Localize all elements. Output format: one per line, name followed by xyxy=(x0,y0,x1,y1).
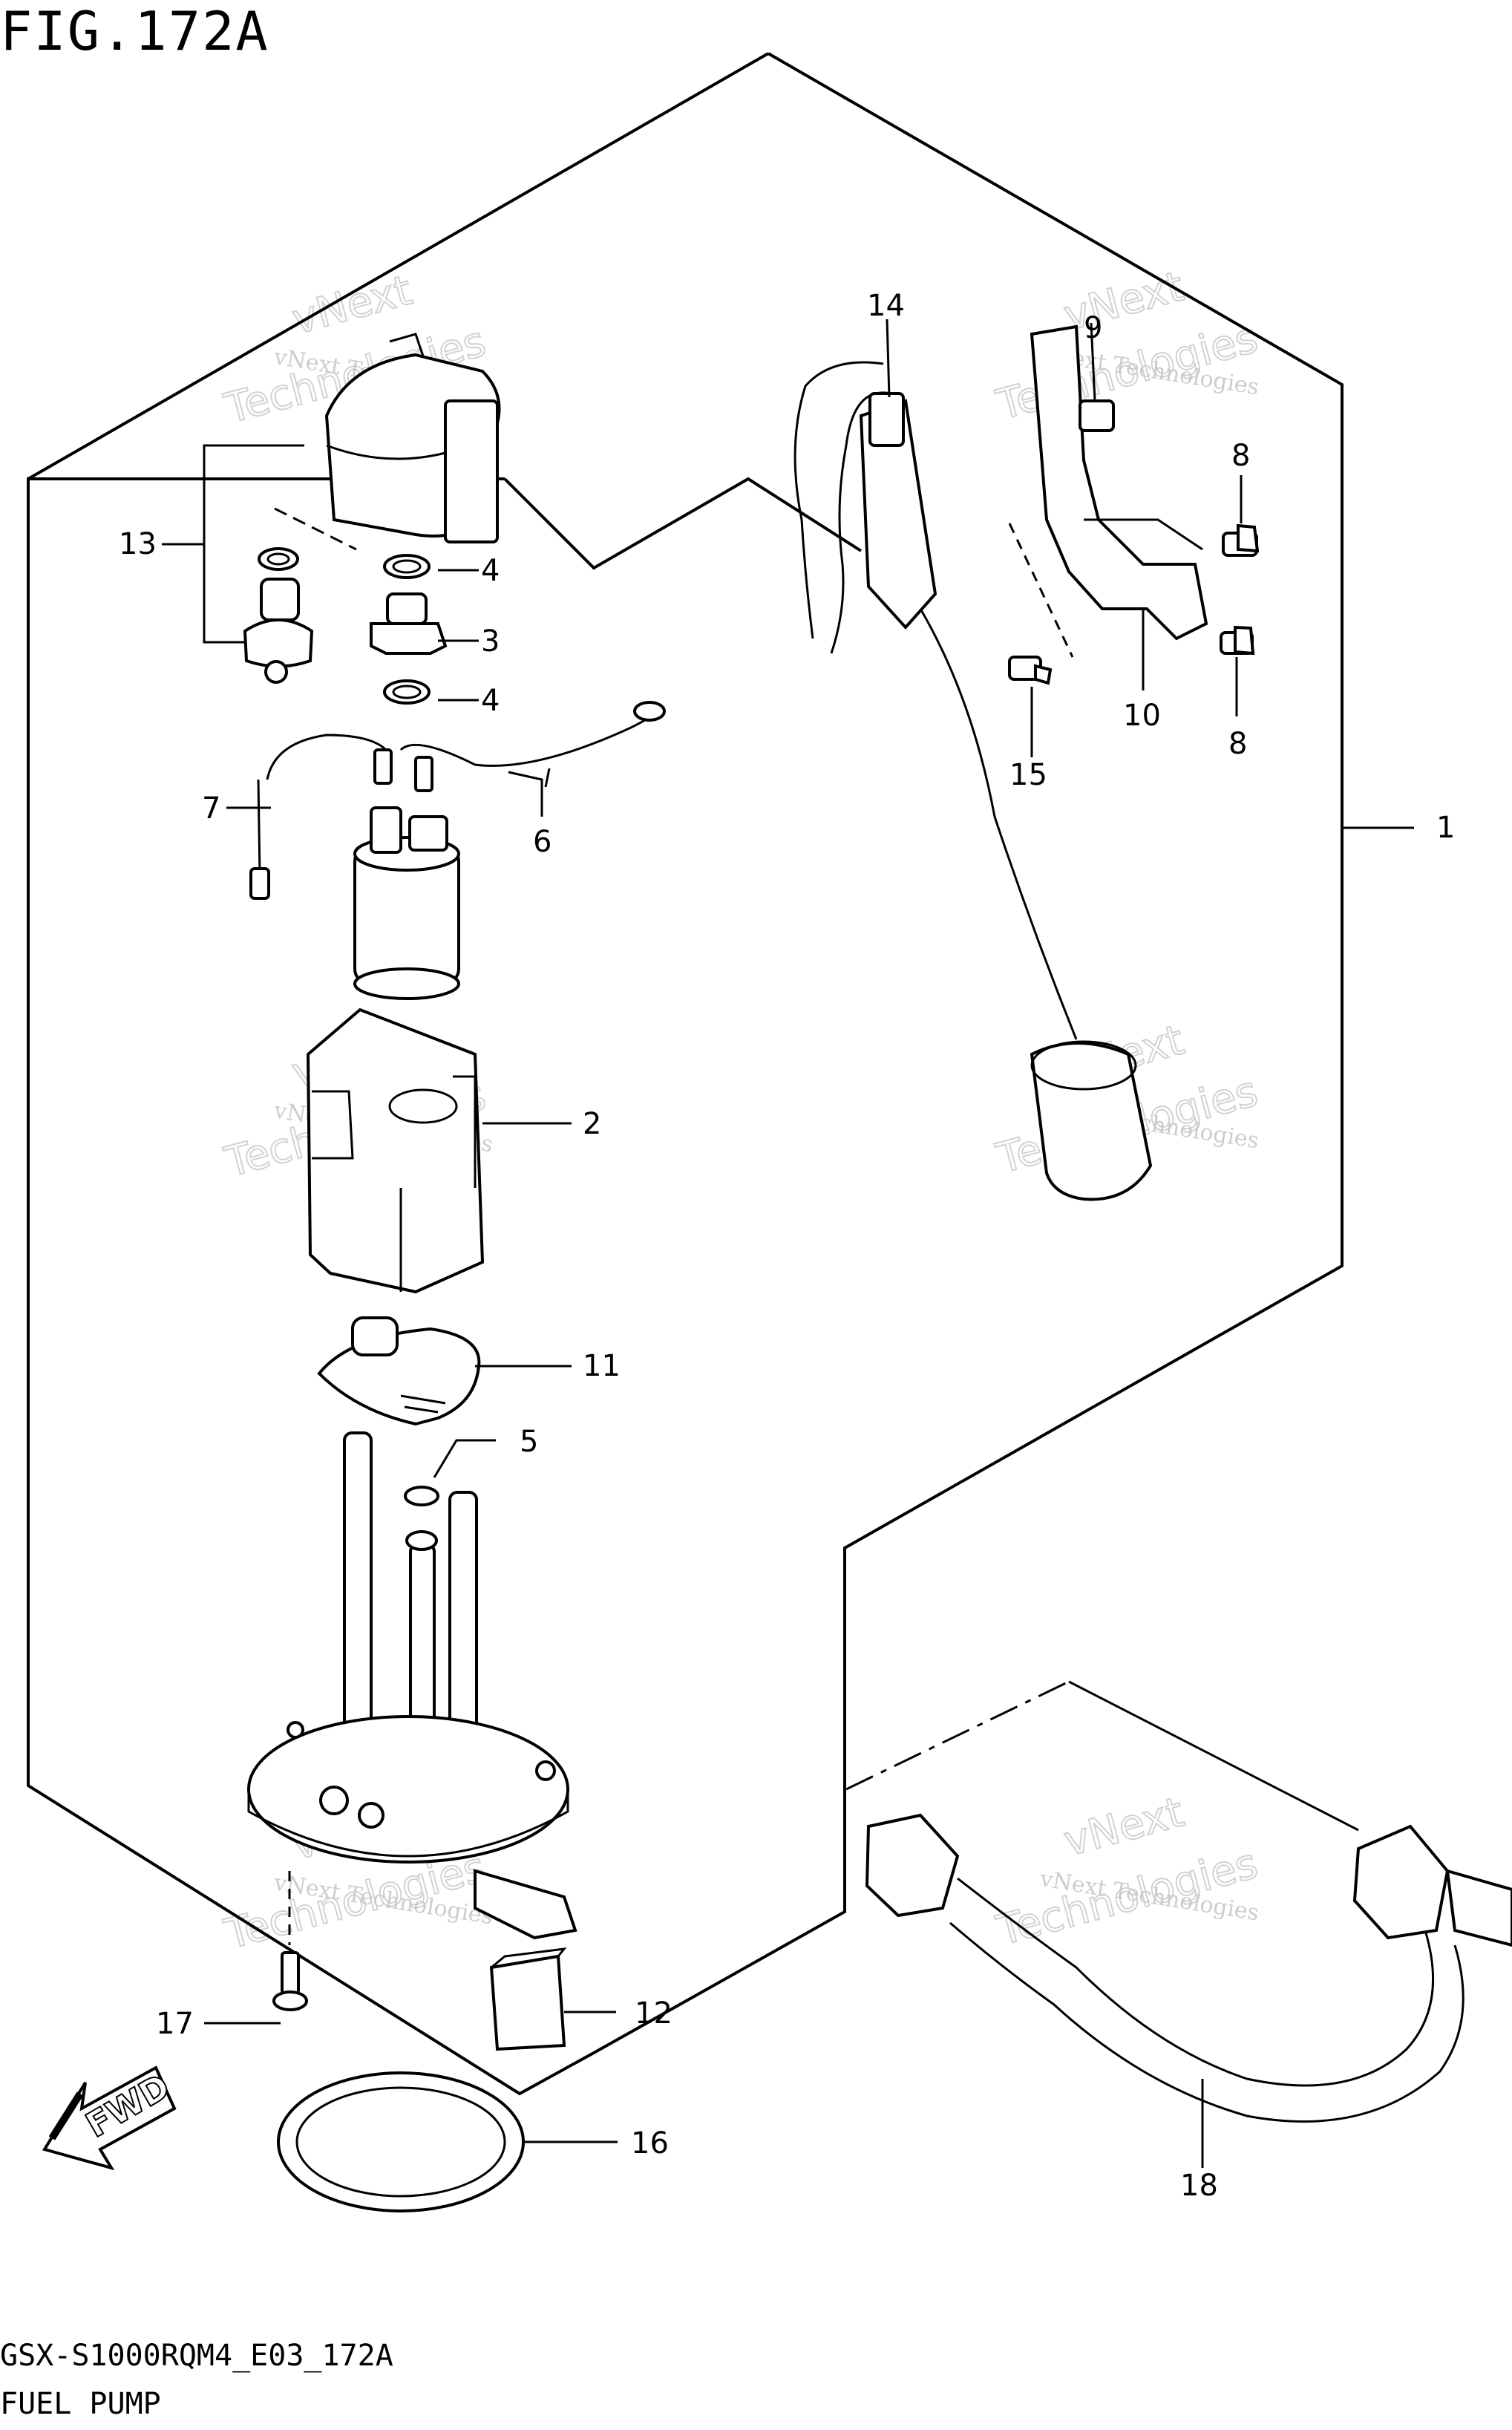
screw-upper xyxy=(1222,523,1260,557)
bolt xyxy=(272,1871,308,2011)
callout-5: 5 xyxy=(520,1425,538,1459)
lead-wires xyxy=(249,701,666,900)
assembly-boundary-top-left xyxy=(27,52,769,480)
o-ring-upper xyxy=(383,554,431,579)
svg-text:vNext: vNext xyxy=(1059,262,1189,340)
callout-13: 13 xyxy=(119,527,157,561)
protector xyxy=(489,1947,567,2051)
pump-top-cap xyxy=(324,333,501,543)
forward-arrow-icon: FWD xyxy=(42,2065,177,2171)
assembly-boundary-inner-step xyxy=(503,477,863,570)
joint-fitting xyxy=(243,547,314,684)
fuel-hose xyxy=(845,1680,1512,2123)
figure-title: FIG.172A xyxy=(0,0,269,62)
fuel-pump-motor xyxy=(353,806,460,1000)
callout-10: 10 xyxy=(1123,699,1161,733)
callout-15: 15 xyxy=(1009,758,1047,792)
figure-caption: FUEL PUMP xyxy=(0,2387,161,2421)
screw-15 xyxy=(1008,656,1053,685)
fuel-level-gauge xyxy=(793,361,1153,1201)
callout-18: 18 xyxy=(1180,2169,1218,2203)
callout-1: 1 xyxy=(1436,811,1455,845)
gauge-bracket xyxy=(1008,324,1208,658)
callout-14: 14 xyxy=(867,289,905,323)
callout-8-lower: 8 xyxy=(1228,727,1247,761)
callout-11: 11 xyxy=(583,1349,621,1383)
leader-lines xyxy=(204,319,1414,2168)
pump-bracket-flange xyxy=(247,1431,577,1940)
figure-code: GSX-S1000RQM4_E03_172A xyxy=(0,2339,393,2373)
callout-labels: 1 2 3 4 4 5 6 7 8 8 9 10 11 12 13 14 15 … xyxy=(119,289,1455,2203)
svg-text:vNext: vNext xyxy=(1059,1788,1189,1866)
callout-2: 2 xyxy=(583,1107,601,1141)
callout-16: 16 xyxy=(631,2126,669,2160)
dashed-guide-13 xyxy=(274,507,357,551)
gasket xyxy=(277,2071,525,2212)
svg-text:vNext: vNext xyxy=(287,266,417,344)
regulator xyxy=(370,592,448,655)
o-ring-small xyxy=(404,1486,439,1506)
assembly-boundary xyxy=(27,52,1344,2096)
pump-case xyxy=(306,1007,485,1294)
screw-lower xyxy=(1220,625,1255,656)
callout-3: 3 xyxy=(481,624,500,659)
callout-7: 7 xyxy=(202,791,220,826)
fuel-filter xyxy=(317,1316,481,1426)
o-ring-lower xyxy=(383,679,431,705)
callout-6: 6 xyxy=(533,825,552,859)
callout-8-upper: 8 xyxy=(1231,439,1250,473)
callout-4-lower: 4 xyxy=(481,684,500,718)
callout-4-upper: 4 xyxy=(481,554,500,588)
callout-9: 9 xyxy=(1084,311,1102,345)
callout-12: 12 xyxy=(635,1996,672,2031)
callout-17: 17 xyxy=(156,2007,194,2041)
